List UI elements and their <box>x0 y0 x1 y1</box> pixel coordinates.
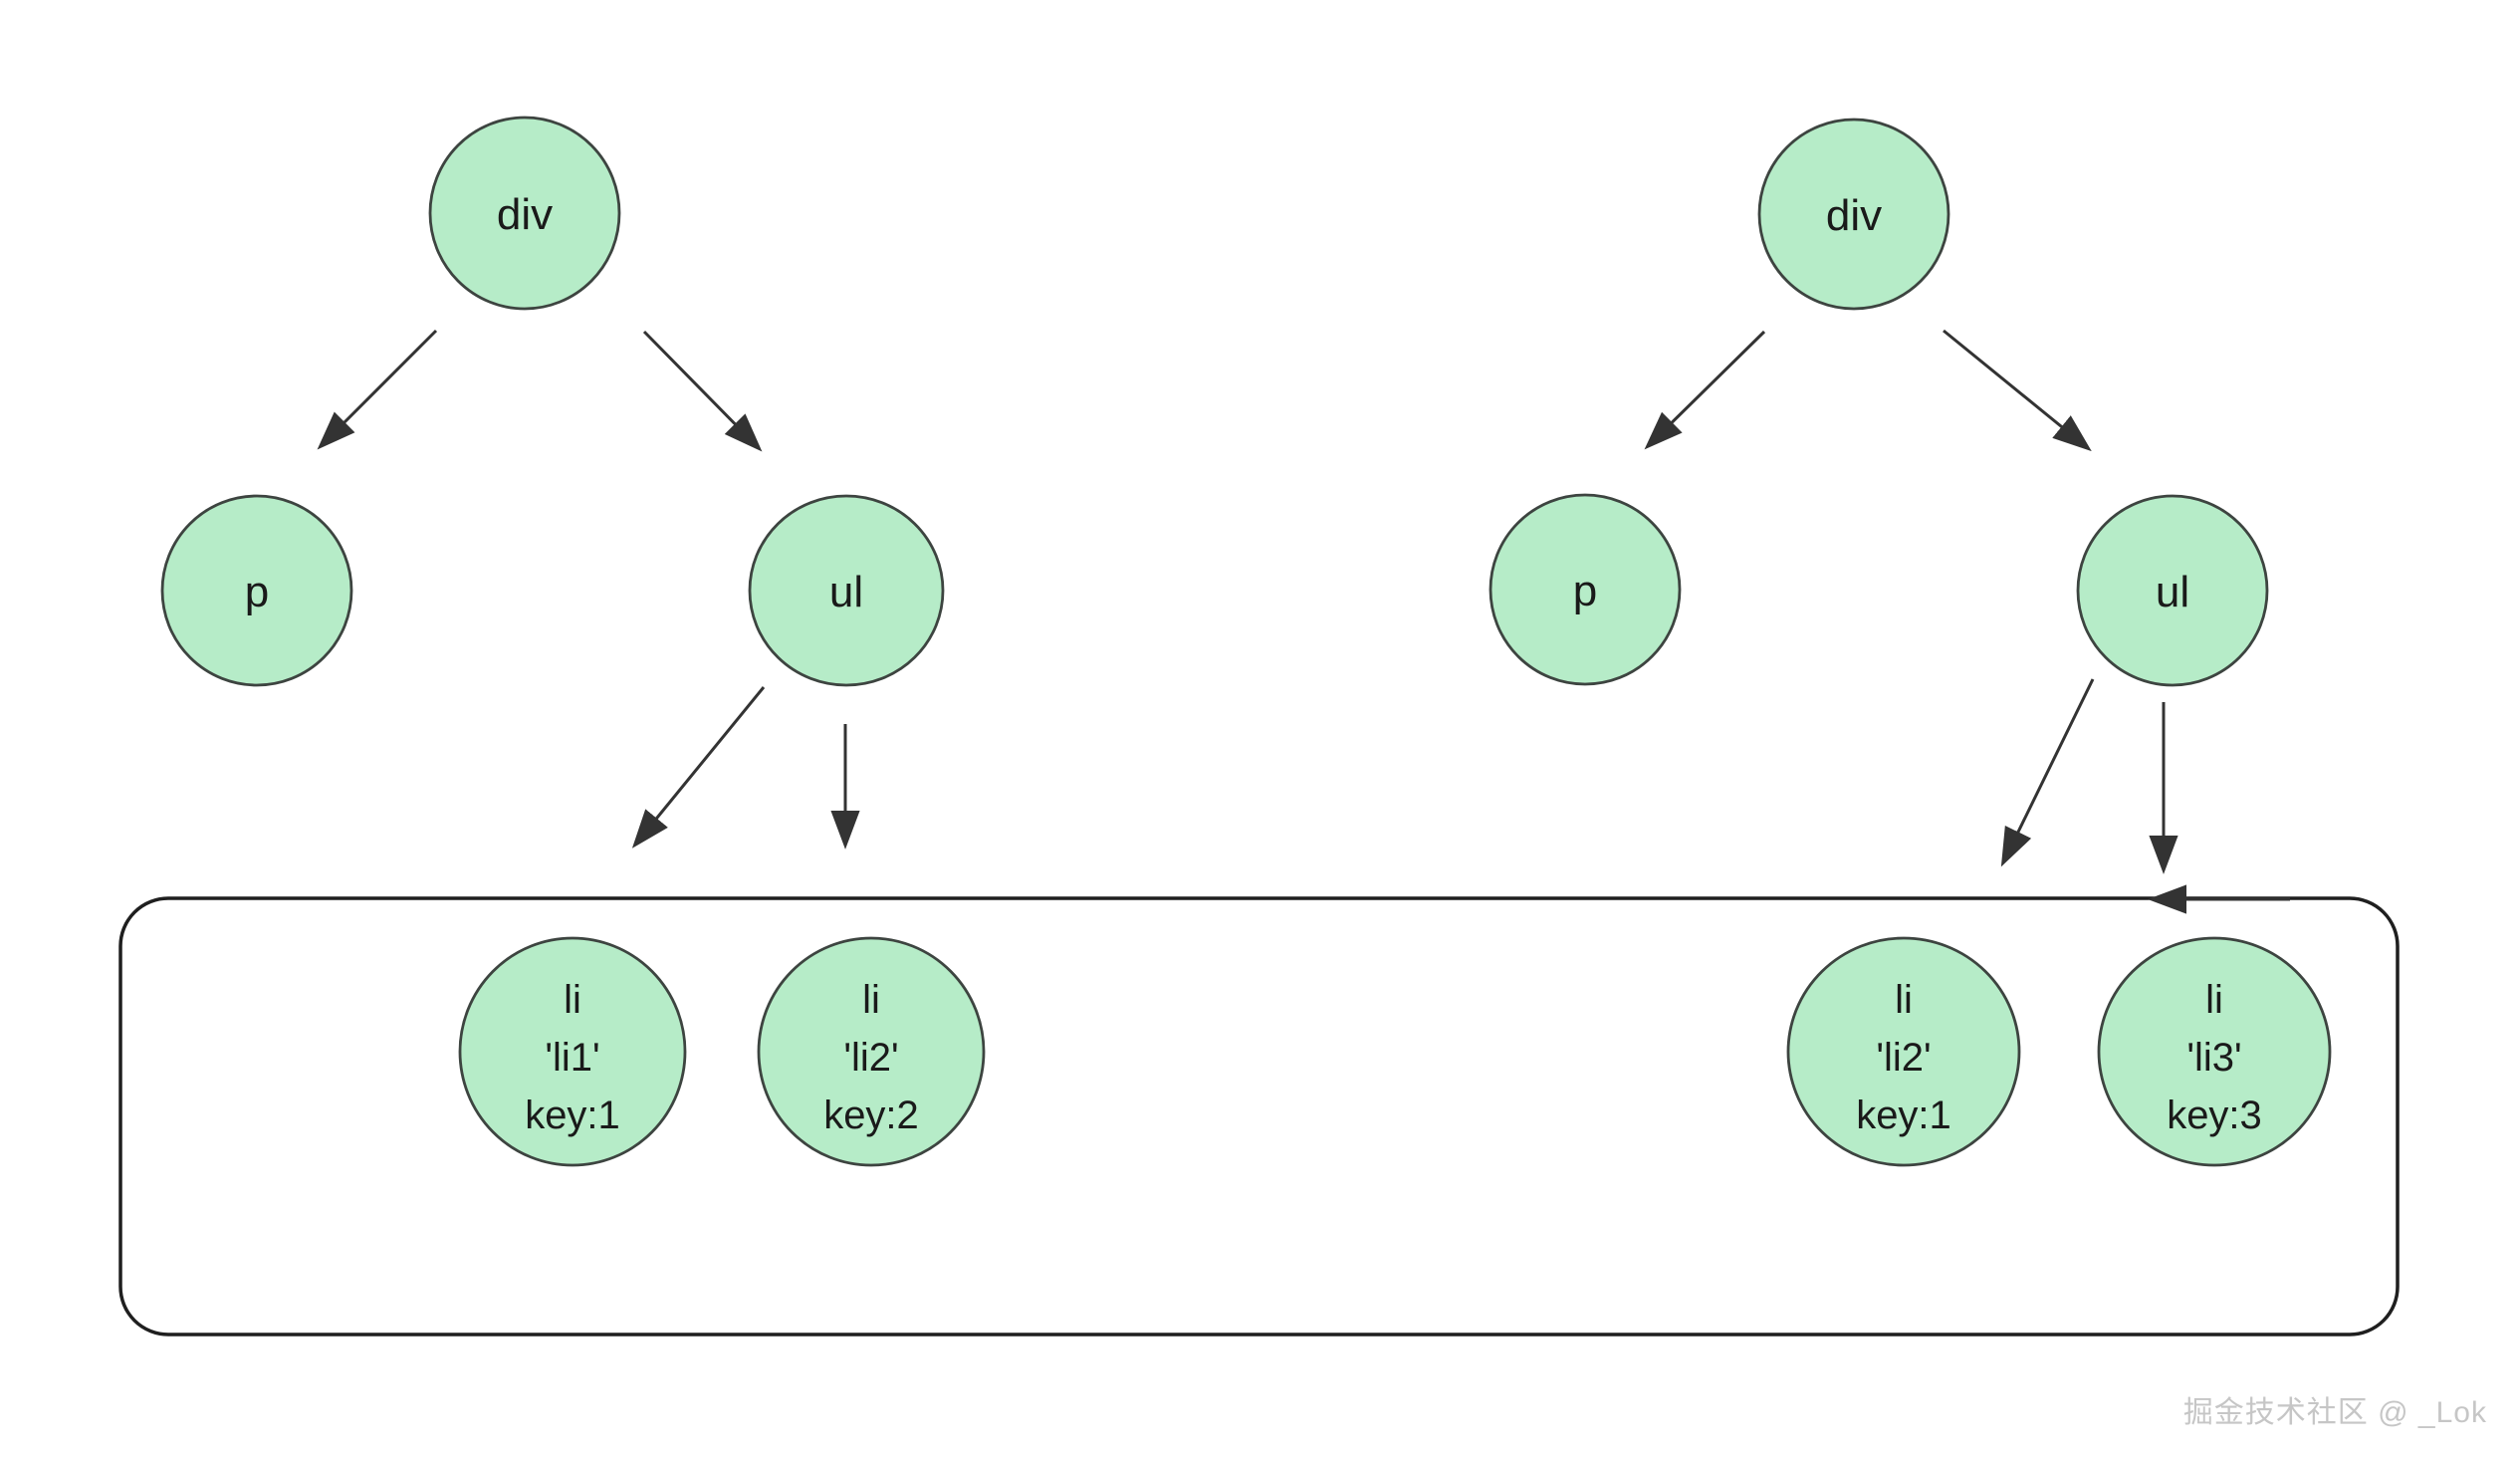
node-old-p-label: p <box>245 568 269 616</box>
node-old-li2-circle <box>757 936 986 1167</box>
node-old-li1: li 'li1' key:1 <box>458 936 687 1167</box>
node-old-ul: ul <box>748 494 945 687</box>
node-old-div-label: div <box>497 190 553 239</box>
watermark: 掘金技术社区 @ _Lok 掘金技术社区 @ _Lok <box>2183 1396 2489 1431</box>
node-old-li2-content: 'li2' <box>843 1036 898 1080</box>
node-old-p: p <box>160 494 353 687</box>
edge-new-div-to-ul <box>1943 329 2092 452</box>
edge-old-ul-to-li1 <box>631 686 766 849</box>
node-old-li1-tag: li <box>564 978 581 1022</box>
node-new-div-label: div <box>1826 191 1882 240</box>
edge-old-div-to-p <box>317 329 438 450</box>
node-new-ul-circle <box>2076 494 2269 687</box>
node-old-div-circle <box>428 116 621 311</box>
node-new-p-label: p <box>1573 567 1597 615</box>
node-old-li2: li 'li2' key:2 <box>757 936 986 1167</box>
li-pool-box <box>118 896 2400 1336</box>
node-new-li2-tag: li <box>2205 978 2223 1022</box>
node-new-div-circle <box>1757 118 1950 311</box>
node-new-li2-content: 'li3' <box>2186 1036 2241 1080</box>
node-new-ul: ul <box>2076 494 2269 687</box>
node-new-li1-key: key:1 <box>1856 1093 1951 1137</box>
node-new-li2-key: key:3 <box>2167 1093 2262 1137</box>
watermark-shadow: 掘金技术社区 @ _Lok <box>2185 1398 2489 1431</box>
watermark-text: 掘金技术社区 @ _Lok <box>2183 1396 2487 1429</box>
node-new-li1-content: 'li2' <box>1876 1036 1931 1080</box>
node-old-li2-tag: li <box>862 978 880 1022</box>
node-old-ul-label: ul <box>829 568 863 616</box>
node-new-li2-circle <box>2097 936 2332 1167</box>
node-old-li1-content: 'li1' <box>545 1036 599 1080</box>
node-new-p-circle <box>1489 493 1682 686</box>
node-new-ul-label: ul <box>2156 568 2189 616</box>
node-old-p-circle <box>160 494 353 687</box>
node-old-div: div <box>428 116 621 311</box>
edge-old-div-to-ul <box>642 330 763 452</box>
node-new-li1-circle <box>1786 936 2021 1167</box>
edge-new-ul-to-li1 <box>2000 678 2095 867</box>
node-new-li2: li 'li3' key:3 <box>2097 936 2332 1167</box>
node-old-li2-key: key:2 <box>823 1093 919 1137</box>
node-old-ul-circle <box>748 494 945 687</box>
node-old-li1-circle <box>458 936 687 1167</box>
node-new-li1: li 'li2' key:1 <box>1786 936 2021 1167</box>
node-old-li1-key: key:1 <box>525 1093 620 1137</box>
node-new-p: p <box>1489 493 1682 686</box>
edge-new-div-to-p <box>1644 330 1766 450</box>
node-new-div: div <box>1757 118 1950 311</box>
node-new-li1-tag: li <box>1895 978 1913 1022</box>
